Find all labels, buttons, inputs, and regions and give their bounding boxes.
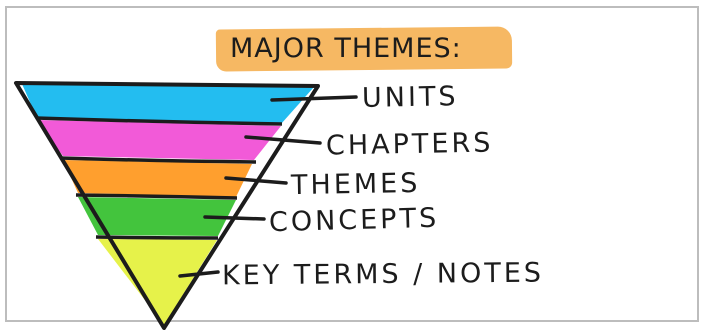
connector-themes [224, 176, 288, 185]
band-units [22, 84, 314, 124]
label-concepts: CONCEPTS [268, 202, 440, 239]
label-themes: THEMES [290, 167, 421, 202]
label-units: UNITS [361, 81, 459, 114]
diagram-border [5, 6, 699, 322]
separator-line [35, 116, 283, 126]
separator-line [59, 156, 257, 164]
separator-line [75, 193, 238, 200]
connector-concepts [203, 215, 266, 221]
label-key-terms-notes: KEY TERMS / NOTES [221, 257, 545, 292]
band-concepts [78, 197, 236, 236]
connector-chapters [244, 135, 322, 145]
label-chapters: CHAPTERS [325, 127, 494, 162]
band-chapters [37, 120, 281, 160]
funnel-outline [14, 81, 320, 330]
connector-units [270, 95, 358, 102]
band-key-terms [98, 239, 217, 325]
connector-key-terms [178, 270, 220, 278]
separator-line [95, 235, 219, 240]
diagram-title: MAJOR THEMES: [230, 33, 462, 64]
band-themes [63, 160, 252, 197]
